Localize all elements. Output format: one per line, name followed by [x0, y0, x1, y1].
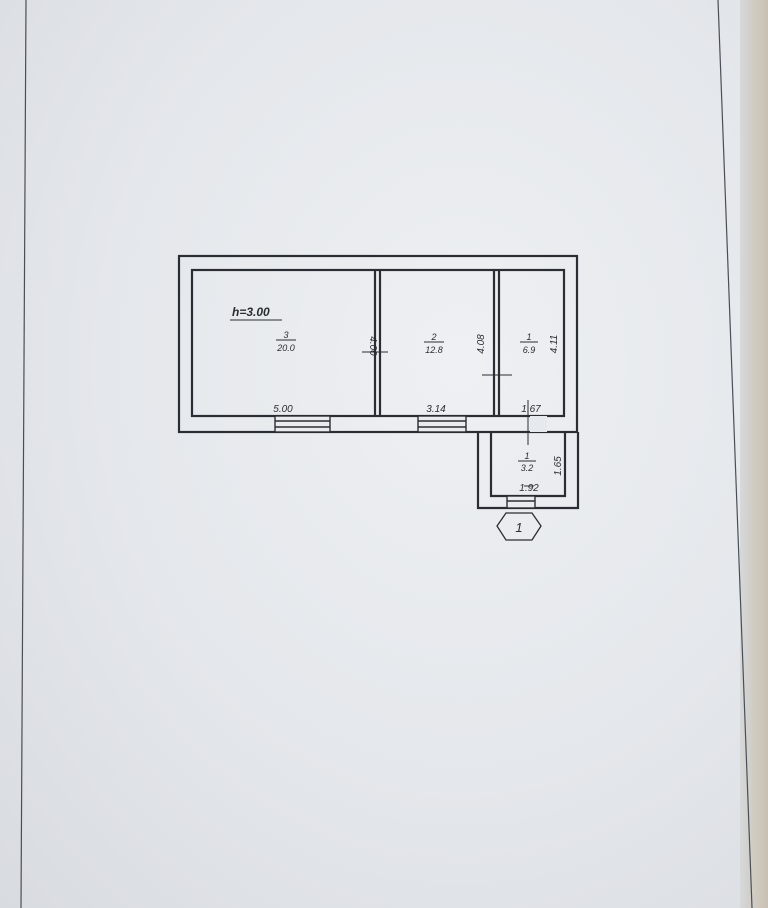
- frame-right-line: [717, 0, 753, 908]
- walls: [177, 254, 579, 434]
- outer-wall: [177, 254, 579, 434]
- room-3-number: 3: [283, 330, 288, 340]
- dim-room-1-width: 1.67: [521, 404, 541, 415]
- room-1-side-dim: 4.11: [549, 335, 560, 354]
- frame-left-line: [20, 0, 27, 908]
- room-3-area: 20.0: [276, 343, 295, 353]
- section-mark-label: 1: [515, 520, 522, 535]
- door-opening: [530, 416, 547, 432]
- inner-wall: [190, 268, 566, 418]
- dim-room-3-width: 5.00: [273, 404, 293, 415]
- vestibule-side-dim: 1.65: [553, 456, 564, 476]
- dimension-ticks: [362, 351, 534, 487]
- vestibule-number: 1: [524, 451, 529, 461]
- vestibule-width-dim: 1.92: [519, 483, 539, 494]
- room-2-number: 2: [430, 332, 436, 342]
- window-2: [417, 415, 467, 433]
- dim-room-2-width: 3.14: [426, 404, 446, 415]
- fraction-lines: [276, 339, 538, 462]
- window-1: [274, 415, 331, 433]
- vestibule-door: [506, 495, 536, 509]
- section-mark: 1: [496, 512, 542, 541]
- room-2-area: 12.8: [425, 345, 443, 355]
- height-label: h=3.00: [232, 305, 270, 319]
- room-1-area: 6.9: [523, 345, 536, 355]
- sheet-edge: [740, 0, 768, 908]
- windows: [274, 415, 547, 433]
- vestibule-area: 3.2: [521, 463, 534, 473]
- room-3-side-dim: 4.00: [367, 336, 378, 356]
- room-1-number: 1: [526, 332, 531, 342]
- room-2-side-dim: 4.08: [476, 334, 487, 354]
